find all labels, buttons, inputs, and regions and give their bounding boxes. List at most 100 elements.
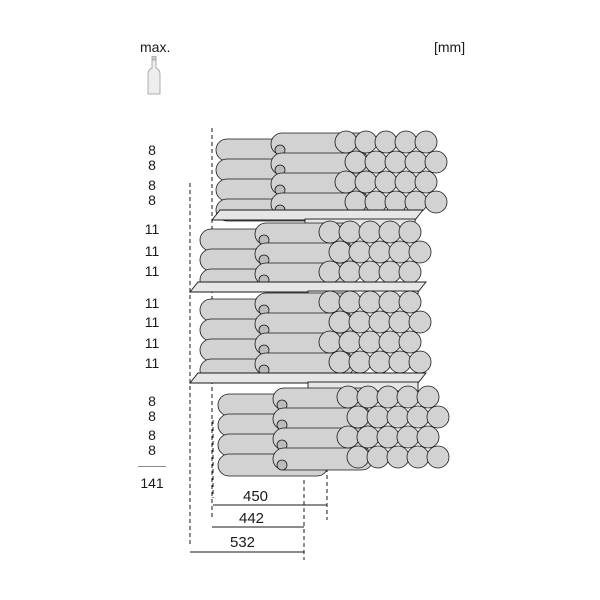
bottle-end: [318, 260, 342, 284]
bottle-end: [348, 350, 372, 374]
bottle-end: [424, 190, 448, 214]
bottle-end: [346, 445, 370, 469]
bottle-end: [378, 330, 402, 354]
bottle-end: [394, 170, 418, 194]
bottle-end: [368, 310, 392, 334]
shelf-count-12: 8: [148, 393, 156, 409]
shelf-count-8: 11: [144, 295, 160, 311]
bottle-end: [358, 330, 382, 354]
bottle-end: [328, 310, 352, 334]
bottle-end: [328, 240, 352, 264]
bottle-end: [344, 150, 368, 174]
bottle-end: [354, 170, 378, 194]
shelf-count-15: 8: [148, 442, 156, 458]
shelf-count-10: 11: [144, 335, 160, 351]
bottle-end: [398, 260, 422, 284]
bottle-end: [356, 425, 380, 449]
total-count: 141: [140, 475, 164, 491]
shelf-count-9: 11: [144, 314, 160, 330]
bottle-end: [336, 385, 360, 409]
shelf-rail: [211, 209, 424, 221]
bottle-end: [406, 445, 430, 469]
dimension-532: 532: [230, 534, 256, 551]
bottle-end: [368, 350, 392, 374]
shelf-count-6: 11: [144, 243, 160, 259]
dimension-450: 450: [243, 488, 269, 505]
bottle-end: [416, 385, 440, 409]
bottle-end: [338, 260, 362, 284]
bottle-end: [396, 425, 420, 449]
shelf-count-4: 8: [148, 192, 156, 208]
bottle-end: [398, 220, 422, 244]
bottle-end: [416, 425, 440, 449]
bottle-end: [348, 240, 372, 264]
bottle-end: [408, 350, 432, 374]
bottle-end: [408, 240, 432, 264]
shelf-count-7: 11: [144, 263, 160, 279]
bottle-end: [334, 130, 358, 154]
unit-label: [mm]: [434, 39, 466, 55]
shelf-count-2: 8: [148, 157, 156, 173]
max-label: max.: [140, 39, 171, 55]
dimension-lines: [190, 504, 327, 553]
bottle-end: [318, 330, 342, 354]
bottle-end: [318, 220, 342, 244]
bottle-end: [354, 130, 378, 154]
bottle-end: [366, 445, 390, 469]
total-divider: [138, 466, 166, 467]
bottle-end: [386, 445, 410, 469]
shelf-count-13: 8: [148, 408, 156, 424]
bottle-end: [328, 350, 352, 374]
bottle-end: [394, 130, 418, 154]
bottle-end: [396, 385, 420, 409]
bottle-end: [378, 260, 402, 284]
bottle-end: [358, 220, 382, 244]
bottle-icon: [147, 56, 161, 95]
bottle-end: [368, 240, 392, 264]
dimension-442: 442: [239, 510, 265, 527]
shelf-rail: [189, 372, 427, 384]
bottle-end: [346, 405, 370, 429]
bottle-rack: [189, 130, 450, 477]
bottle-end: [374, 130, 398, 154]
bottle-end: [336, 425, 360, 449]
shelf-count-14: 8: [148, 427, 156, 443]
bottle-end: [348, 310, 372, 334]
bottle-end: [334, 170, 358, 194]
bottle-end: [358, 260, 382, 284]
bottle-end: [386, 405, 410, 429]
bottle-end: [388, 240, 412, 264]
bottle-end: [414, 130, 438, 154]
bottle-end: [338, 220, 362, 244]
bottle-end: [414, 170, 438, 194]
bottle-end: [318, 290, 342, 314]
shelf-count-3: 8: [148, 177, 156, 193]
shelf-count-1: 8: [148, 142, 156, 158]
shelf-count-5: 11: [144, 221, 160, 237]
bottle-end: [388, 350, 412, 374]
bottle-end: [364, 150, 388, 174]
bottle-end: [376, 425, 400, 449]
bottle-end: [426, 445, 450, 469]
shelf-rail: [189, 281, 427, 293]
bottle-end: [398, 330, 422, 354]
bottle-end: [406, 405, 430, 429]
shelf-count-11: 11: [144, 355, 160, 371]
bottle-neck: [276, 459, 288, 471]
bottle-end: [376, 385, 400, 409]
bottle-end: [378, 220, 402, 244]
bottle-end: [388, 310, 412, 334]
bottle-end: [426, 405, 450, 429]
bottle-end: [408, 310, 432, 334]
bottle-end: [398, 290, 422, 314]
bottle-end: [358, 290, 382, 314]
bottle-end: [338, 330, 362, 354]
bottle-end: [404, 150, 428, 174]
bottle-end: [338, 290, 362, 314]
bottle-end: [356, 385, 380, 409]
bottle-end: [424, 150, 448, 174]
bottle-end: [384, 150, 408, 174]
bottle-end: [366, 405, 390, 429]
bottle-end: [374, 170, 398, 194]
